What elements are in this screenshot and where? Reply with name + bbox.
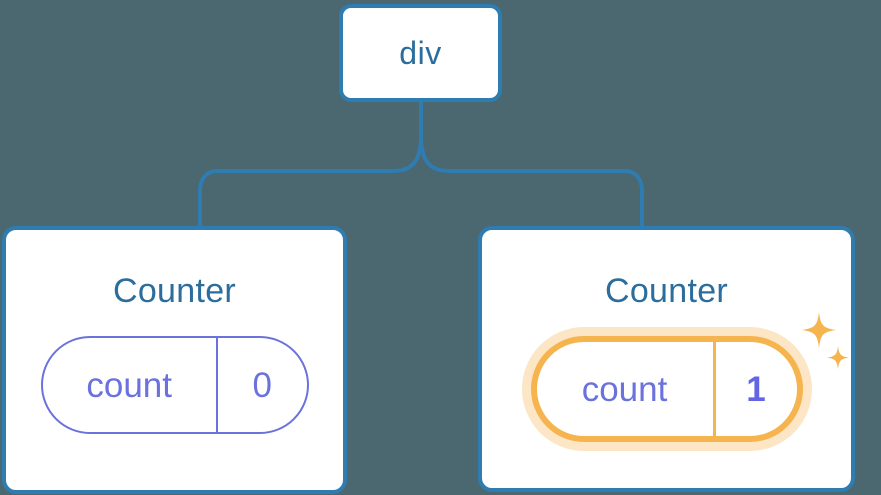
state-pill-value-label: 0 — [252, 365, 272, 405]
node-counter-left[interactable]: Counter count 0 — [2, 226, 347, 494]
state-pill-key-label: count — [86, 365, 172, 405]
sparkle-icon — [801, 312, 836, 348]
node-div[interactable]: div — [339, 4, 502, 102]
state-pill-right[interactable]: count 1 — [530, 336, 803, 442]
sparkle-small-icon — [826, 346, 849, 370]
counter-title: Counter — [112, 272, 237, 310]
state-pill-wrap-right: count 1 — [530, 312, 849, 442]
counter-title: Counter — [604, 272, 729, 310]
state-pill-value-cell: 1 — [712, 342, 797, 436]
connector-branch-left — [198, 135, 423, 228]
connector-branch-right — [419, 135, 644, 228]
node-counter-right[interactable]: Counter count 1 — [478, 226, 855, 492]
state-pill-key-cell: count — [537, 342, 713, 436]
node-div-label: div — [399, 35, 442, 71]
state-pill-key-cell: count — [43, 338, 216, 432]
state-pill-value-cell: 0 — [215, 338, 307, 432]
state-pill-value-label: 1 — [746, 369, 766, 409]
state-pill-wrap-left: count 0 — [40, 336, 309, 434]
state-pill-key-label: count — [581, 369, 668, 409]
state-pill-left[interactable]: count 0 — [40, 336, 309, 434]
sparkle-group — [801, 312, 849, 370]
